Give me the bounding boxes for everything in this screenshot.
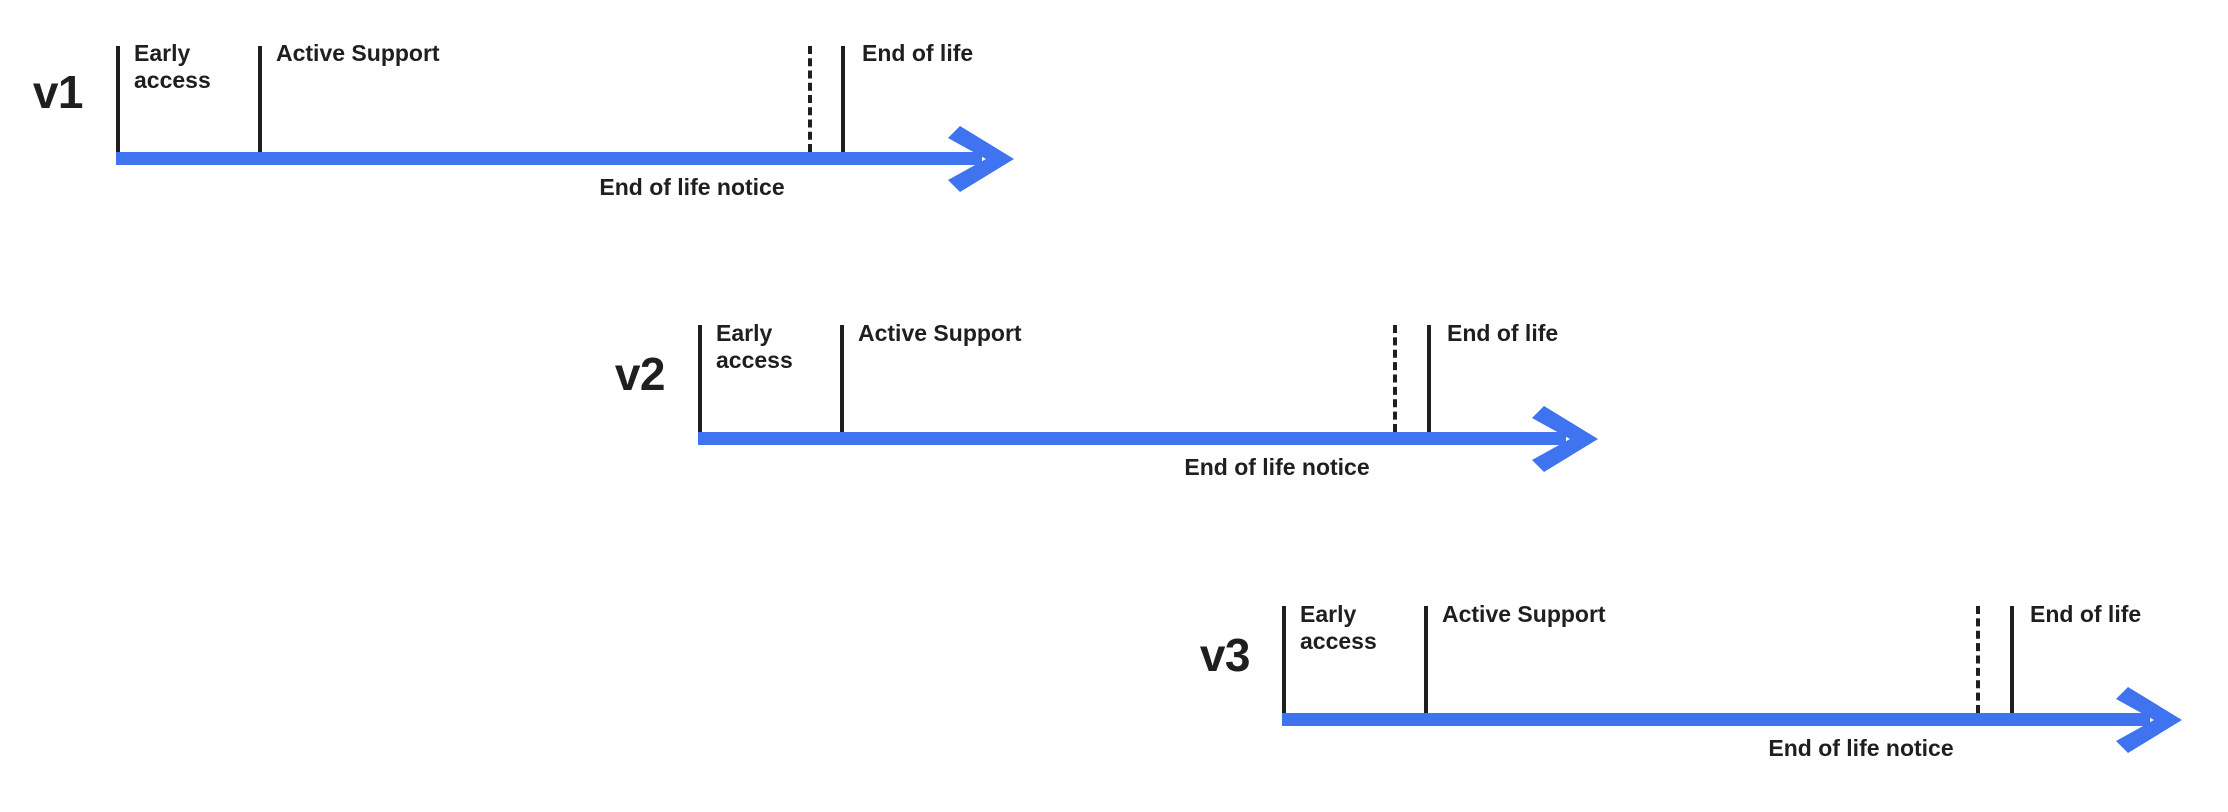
eol-notice-marker-v2-2	[1393, 325, 1397, 432]
phase-divider-v1-3	[841, 46, 845, 152]
version-label-v3: v3	[1199, 629, 1251, 681]
phase-label-early-access-v2: Early access	[716, 320, 793, 374]
phase-label-end-of-life-v1: End of life	[862, 40, 974, 66]
phase-label-active-support-v2: Active Support	[858, 320, 1022, 346]
phase-divider-v1-0	[116, 46, 120, 152]
lifecycle-bar-v2	[698, 432, 1566, 445]
phase-divider-v2-3	[1427, 325, 1431, 432]
phase-label-end-of-life-v2: End of life	[1447, 320, 1559, 346]
phase-label-early-access-v1: Early access	[134, 40, 211, 94]
eol-notice-caption-v3: End of life notice	[1768, 735, 1954, 761]
phase-divider-v3-0	[1282, 606, 1286, 713]
lifecycle-bar-v3	[1282, 713, 2150, 726]
phase-divider-v3-3	[2010, 606, 2014, 713]
phase-divider-v1-1	[258, 46, 262, 152]
eol-notice-caption-v1: End of life notice	[599, 174, 785, 200]
version-label-v1: v1	[32, 66, 84, 118]
eol-notice-marker-v3-2	[1976, 606, 1980, 713]
version-label-v2: v2	[614, 348, 666, 400]
phase-divider-v3-1	[1424, 606, 1428, 713]
eol-notice-caption-v2: End of life notice	[1184, 454, 1370, 480]
lifecycle-bar-v1	[116, 152, 982, 165]
phase-divider-v2-1	[840, 325, 844, 432]
phase-label-active-support-v3: Active Support	[1442, 601, 1606, 627]
phase-label-active-support-v1: Active Support	[276, 40, 440, 66]
eol-notice-marker-v1-2	[808, 46, 812, 152]
phase-divider-v2-0	[698, 325, 702, 432]
phase-label-end-of-life-v3: End of life	[2030, 601, 2142, 627]
phase-label-early-access-v3: Early access	[1300, 601, 1377, 655]
